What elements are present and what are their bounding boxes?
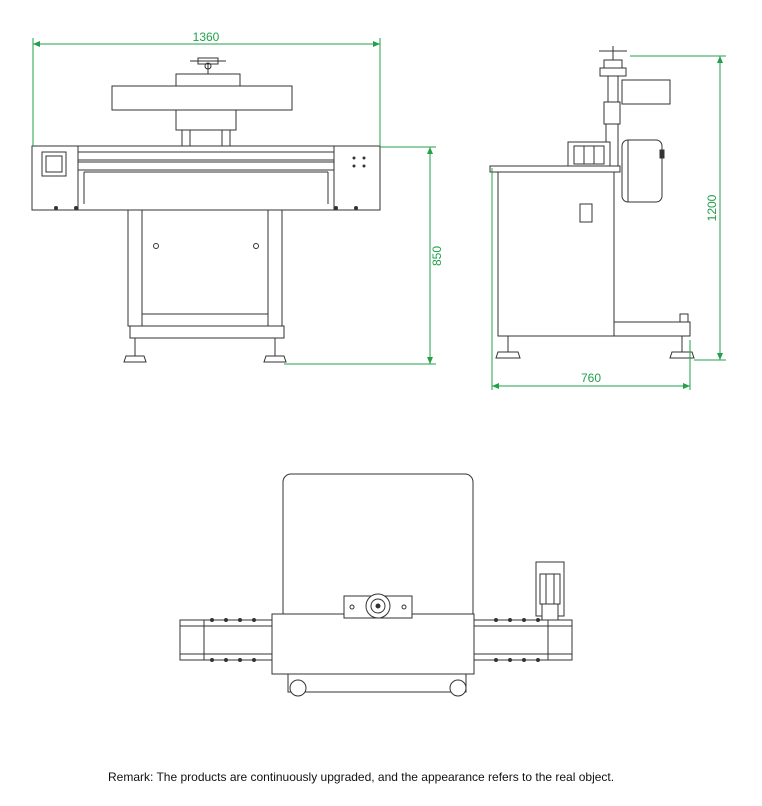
dimension-850-label: 850 <box>430 246 444 266</box>
dimension-760-label: 760 <box>581 371 601 385</box>
dimension-1200 <box>630 55 726 361</box>
dimension-760 <box>491 168 691 390</box>
dimension-1200-label: 1200 <box>705 194 719 221</box>
dimension-850 <box>284 146 436 365</box>
remark-note: Remark: The products are continuously up… <box>108 770 615 784</box>
front-view <box>31 57 381 363</box>
side-view <box>489 46 695 359</box>
dimension-1360 <box>32 38 381 146</box>
top-view <box>179 473 573 697</box>
dimension-1360-label: 1360 <box>193 30 220 44</box>
